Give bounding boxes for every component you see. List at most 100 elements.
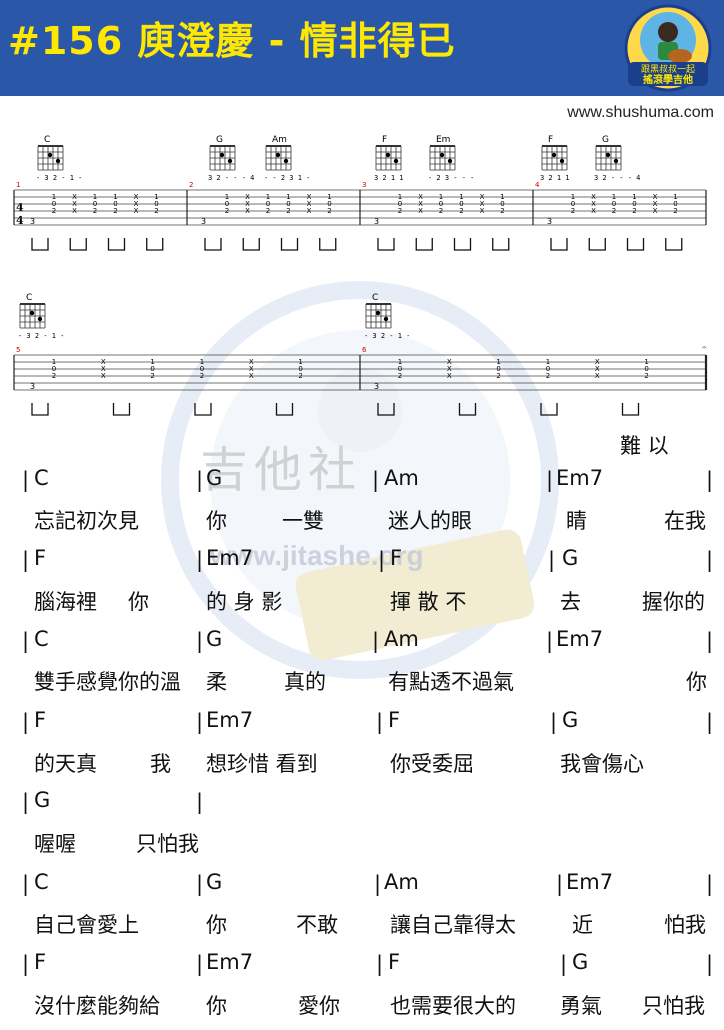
tab-fret-number: 2: [154, 207, 158, 215]
tab-fret-number: 2: [632, 207, 636, 215]
tab-fret-number: X: [307, 193, 312, 201]
tab-fret-number: 0: [644, 365, 648, 373]
tab-fret-number: X: [307, 200, 312, 208]
lyric-text: 怕我: [664, 913, 706, 937]
chord-name: C: [34, 870, 49, 894]
chord-name: G: [572, 950, 589, 974]
tab-fret-number: X: [653, 207, 658, 215]
lyric-text: 不敢: [296, 913, 338, 937]
lyric-text: 揮 散 不: [390, 590, 467, 614]
chord-diagram-dot: [393, 158, 399, 164]
measure-number: 3: [362, 181, 366, 189]
tab-fret-number: 0: [398, 365, 402, 373]
bar-separator: |: [546, 468, 554, 492]
chord-name: C: [34, 466, 49, 490]
tab-fret-number: X: [480, 207, 485, 215]
lyric-text: 近: [572, 913, 593, 937]
tab-fret-number: X: [249, 372, 254, 380]
tab-fret-number: 2: [298, 372, 302, 380]
tab-fret-number: 2: [644, 372, 648, 380]
chord-name: Em7: [206, 950, 254, 974]
tab-bass-note: 3: [374, 382, 379, 391]
chord-name: G: [34, 788, 51, 812]
rhythm-beam: [550, 238, 568, 251]
rhythm-beam: [319, 238, 337, 251]
tab-bass-note: 3: [201, 217, 206, 226]
tab-fret-number: X: [307, 207, 312, 215]
bar-separator: |: [22, 790, 30, 814]
bar-separator: |: [706, 872, 714, 896]
time-signature: 4: [16, 201, 24, 214]
tab-fret-number: 2: [286, 207, 290, 215]
lyric-text: 在我: [664, 509, 706, 533]
tab-fret-number: 2: [225, 207, 229, 215]
chord-diagram-fingering: - 3 2 - 1 -: [36, 174, 82, 182]
chord-diagram-dot: [29, 310, 35, 316]
tab-fret-number: X: [245, 200, 250, 208]
tab-fret-number: X: [134, 200, 139, 208]
bar-separator: |: [706, 629, 714, 653]
tab-bass-note: 3: [374, 217, 379, 226]
tab-fret-number: 0: [439, 200, 443, 208]
tab-fret-number: X: [480, 193, 485, 201]
tab-fret-number: 1: [327, 193, 331, 201]
bar-separator: |: [706, 952, 714, 976]
tab-fret-number: 0: [500, 200, 504, 208]
lyric-text: 你: [128, 590, 149, 614]
chord-diagram-fingering: 3 2 1 1: [374, 174, 404, 182]
rhythm-beam: [107, 238, 126, 251]
measure-number: 6: [362, 346, 367, 354]
rhythm-beam: [492, 238, 510, 251]
tab-fret-number: X: [653, 200, 658, 208]
tab-fret-number: 2: [200, 372, 204, 380]
tab-fret-number: 2: [93, 207, 97, 215]
tab-fret-number: 1: [154, 193, 158, 201]
lyric-text: 去: [560, 590, 581, 614]
rhythm-beam: [69, 238, 87, 251]
tab-fret-number: 0: [546, 365, 550, 373]
bar-separator: |: [196, 872, 204, 896]
bar-separator: |: [550, 710, 558, 734]
chord-diagram-name: F: [382, 135, 387, 145]
logo-top-text: 跟黑叔叔一起: [641, 63, 695, 75]
tab-fret-number: X: [101, 358, 106, 366]
tab-fret-number: 1: [398, 193, 402, 201]
chord-diagram-fingering: - 2 3 - - -: [428, 174, 474, 182]
bar-separator: |: [196, 629, 204, 653]
bar-separator: |: [22, 468, 30, 492]
rhythm-beam: [275, 403, 294, 416]
chord-diagram-name: F: [548, 135, 553, 145]
tab-fret-number: X: [591, 200, 596, 208]
watermark-text: 吉他社: [200, 442, 363, 498]
chord-name: Em7: [556, 627, 604, 651]
tab-fret-number: 0: [327, 200, 331, 208]
rhythm-beam: [540, 403, 558, 416]
chord-diagram-dot: [37, 316, 43, 322]
lyric-text: 喔喔: [34, 832, 76, 856]
lyric-text: 有點透不過氣: [388, 670, 514, 694]
measure-number: 2: [189, 181, 193, 189]
tab-fret-number: 2: [546, 372, 550, 380]
bar-separator: |: [22, 548, 30, 572]
lyric-text: 忘記初次見: [34, 509, 139, 533]
tab-fret-number: 0: [632, 200, 636, 208]
tab-fret-number: X: [72, 207, 77, 215]
lyric-text: 沒什麼能夠給: [34, 994, 160, 1018]
lyric-text: 你: [686, 670, 707, 694]
rhythm-beam: [588, 238, 606, 251]
tab-fret-number: X: [591, 193, 596, 201]
tab-fret-number: 2: [327, 207, 331, 215]
tab-fret-number: 2: [150, 372, 154, 380]
lyric-text: 讓自己靠得太: [390, 913, 516, 937]
lyric-text: 柔: [206, 670, 227, 694]
tab-fret-number: X: [101, 372, 106, 380]
chord-diagram-name: C: [372, 293, 378, 303]
chord-diagram-dot: [55, 158, 61, 164]
lyric-text: 雙手感覺你的溫: [34, 670, 181, 694]
site-url[interactable]: www.shushuma.com: [567, 104, 714, 121]
tab-fret-number: 0: [266, 200, 270, 208]
lyric-text: 自己會愛上: [34, 913, 139, 937]
